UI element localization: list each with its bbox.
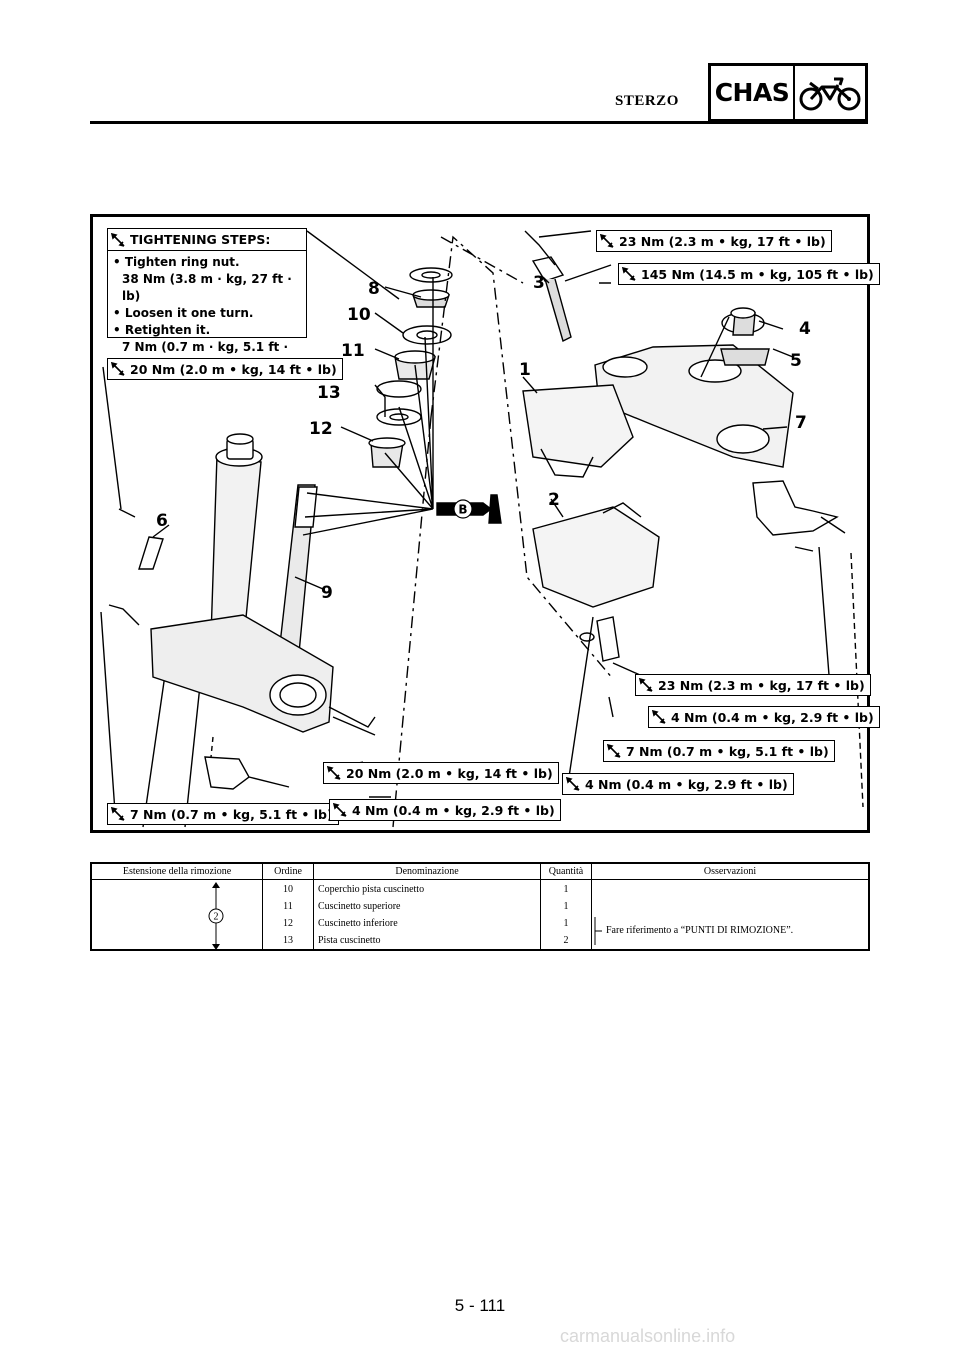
torque-wrench-icon <box>324 763 344 783</box>
col-header: Estensione della rimozione <box>122 866 232 877</box>
motorcycle-icon <box>795 66 865 119</box>
step-line: 38 Nm (3.8 m · kg, 27 ft · lb) <box>122 272 292 303</box>
part-number: 9 <box>321 583 333 603</box>
removal-extent-arrow: 2 <box>208 882 224 950</box>
extent-marker: 2 <box>214 912 219 923</box>
part-number: 4 <box>799 319 811 339</box>
chapter-badge-label: CHAS <box>711 66 795 119</box>
grease-marker: B <box>458 503 467 517</box>
torque-callout: 4 Nm (0.4 m • kg, 2.9 ft • lb) <box>329 799 561 821</box>
row-name: Cuscinetto inferiore <box>318 918 398 929</box>
col-header: Ordine <box>274 866 302 877</box>
watermark: carmanualsonline.info <box>560 1326 736 1346</box>
row-order: 10 <box>283 884 293 895</box>
step-line: • Loosen it one turn. <box>113 306 254 320</box>
tightening-steps-title: TIGHTENING STEPS: <box>130 232 271 247</box>
step-line: • Tighten ring nut. <box>113 255 240 269</box>
row-qty: 1 <box>563 884 569 895</box>
torque-wrench-icon <box>563 774 583 794</box>
row-name: Pista cuscinetto <box>318 935 381 946</box>
page-number: 5 - 111 <box>454 1296 506 1315</box>
header-rule <box>90 121 868 124</box>
torque-callout: 4 Nm (0.4 m • kg, 2.9 ft • lb) <box>562 773 794 795</box>
row-order: 12 <box>283 918 293 929</box>
torque-wrench-icon <box>619 264 639 284</box>
part-number: 12 <box>309 419 333 439</box>
part-number: 11 <box>341 341 365 361</box>
torque-wrench-icon <box>108 804 128 824</box>
torque-callout: 20 Nm (2.0 m • kg, 14 ft • lb) <box>323 762 559 784</box>
torque-wrench-icon <box>108 359 128 379</box>
section-title: STERZO <box>615 93 679 109</box>
torque-wrench-icon <box>330 800 350 820</box>
torque-callout: 7 Nm (0.7 m • kg, 5.1 ft • lb) <box>603 740 835 762</box>
col-header: Quantità <box>548 866 584 877</box>
removal-table: Estensione della rimozione Ordine Denomi… <box>90 862 870 951</box>
torque-wrench-icon <box>636 675 656 695</box>
row-name: Cuscinetto superiore <box>318 901 401 912</box>
row-order: 11 <box>283 901 293 912</box>
row-qty: 2 <box>563 935 569 946</box>
step-line: • Retighten it. <box>113 323 211 337</box>
part-number: 10 <box>347 305 371 325</box>
torque-callout: 4 Nm (0.4 m • kg, 2.9 ft • lb) <box>648 706 880 728</box>
row-remark: Fare riferimento a “PUNTI DI RIMOZIONE”. <box>606 925 794 936</box>
part-number: 3 <box>533 273 545 293</box>
row-order: 13 <box>283 935 293 946</box>
part-number: 8 <box>368 279 380 299</box>
part-number: 7 <box>795 413 807 433</box>
part-number: 13 <box>317 383 341 403</box>
torque-callout: 20 Nm (2.0 m • kg, 14 ft • lb) <box>107 358 343 380</box>
col-header: Denominazione <box>395 866 459 877</box>
torque-wrench-icon <box>108 232 128 247</box>
steering-exploded-illustration: B <box>100 230 864 828</box>
row-name: Coperchio pista cuscinetto <box>318 884 425 895</box>
tightening-steps-box: TIGHTENING STEPS: • Tighten ring nut. 38… <box>107 228 307 371</box>
part-number: 5 <box>790 351 802 371</box>
torque-wrench-icon <box>604 741 624 761</box>
col-header: Osservazioni <box>703 866 757 877</box>
torque-callout: 23 Nm (2.3 m • kg, 17 ft • lb) <box>596 230 832 252</box>
torque-wrench-icon <box>597 231 617 251</box>
row-qty: 1 <box>563 918 569 929</box>
part-number: 2 <box>548 490 560 510</box>
part-number: 6 <box>156 511 168 531</box>
torque-callout: 7 Nm (0.7 m • kg, 5.1 ft • lb) <box>107 803 339 825</box>
chapter-badge: CHAS <box>708 63 868 122</box>
exploded-view-diagram: B 8 3 10 4 11 5 1 13 7 12 2 6 9 TIGHTENI… <box>90 214 880 833</box>
part-number: 1 <box>519 360 531 380</box>
torque-callout: 145 Nm (14.5 m • kg, 105 ft • lb) <box>618 263 880 285</box>
torque-wrench-icon <box>649 707 669 727</box>
torque-callout: 23 Nm (2.3 m • kg, 17 ft • lb) <box>635 674 871 696</box>
remark-bracket <box>594 917 602 945</box>
row-qty: 1 <box>563 901 569 912</box>
